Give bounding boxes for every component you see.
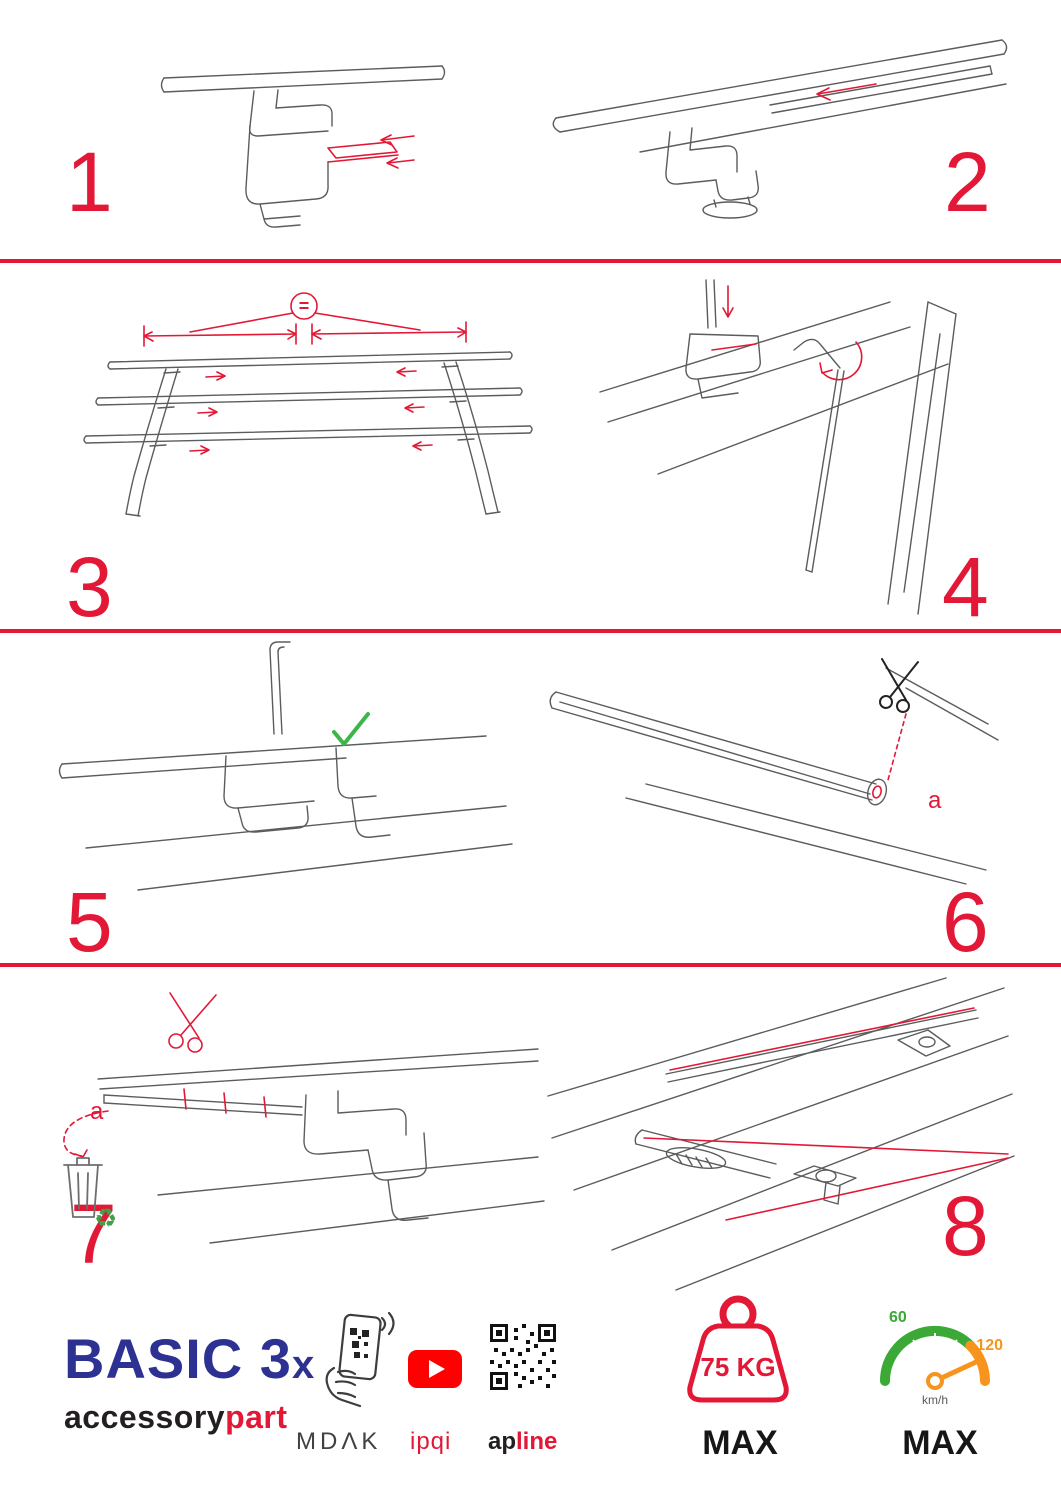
partner-mdak-label: MDΛK xyxy=(296,1428,382,1455)
brand-name-suffix: x xyxy=(291,1343,315,1387)
qr-on-phone-screen xyxy=(350,1328,369,1358)
speed-unit-label: km/h xyxy=(922,1393,948,1407)
scissors-icon xyxy=(879,658,919,713)
step-6-number: 6 xyxy=(942,875,989,969)
speed-high-label: 120 xyxy=(976,1337,1003,1354)
speedometer-icon: 60 120 km/h xyxy=(879,1309,1003,1407)
step-6-label-a: a xyxy=(928,787,942,814)
partner-ipqi-label: ipqi xyxy=(410,1428,452,1455)
brand-logo: BASIC 3x accessorypart xyxy=(64,1326,314,1436)
weight-limit-value: 75 KG xyxy=(700,1352,775,1382)
check-icon xyxy=(332,712,370,746)
step-7-number: 7 xyxy=(70,1187,117,1281)
step-7-illustration: a ♻ xyxy=(63,992,545,1244)
qr-code-icon xyxy=(490,1324,556,1390)
brand-name: BASIC 3 xyxy=(64,1327,292,1390)
trash-icon xyxy=(63,1157,103,1218)
step-1-illustration xyxy=(160,65,446,228)
step-2-number: 2 xyxy=(944,135,991,229)
step-6-illustration: a xyxy=(549,658,999,885)
step-2-illustration xyxy=(552,39,1008,219)
step-5-number: 5 xyxy=(66,875,113,969)
phone-qr-scan-icon xyxy=(325,1311,395,1408)
apline-red: line xyxy=(516,1428,558,1455)
step-8-illustration xyxy=(547,977,1015,1291)
step-1-number: 1 xyxy=(66,135,113,229)
weight-max-label: MAX xyxy=(702,1424,778,1462)
step-3-illustration: = xyxy=(83,292,533,517)
apline-black: ap xyxy=(488,1428,517,1455)
brand-subtitle: accessorypart xyxy=(64,1399,314,1436)
section-divider-2 xyxy=(0,629,1061,633)
weight-limit-icon: 75 KG xyxy=(687,1295,789,1403)
step-4-number: 4 xyxy=(942,540,989,634)
speed-max-label: MAX xyxy=(902,1424,978,1462)
equal-sign: = xyxy=(299,296,310,316)
section-divider-3 xyxy=(0,963,1061,967)
step-3-number: 3 xyxy=(66,540,113,634)
brand-sub-red: part xyxy=(225,1399,288,1435)
speed-low-label: 60 xyxy=(889,1309,907,1326)
step-7-label-a: a xyxy=(90,1098,104,1125)
youtube-icon xyxy=(408,1350,462,1388)
partner-apline-label: apline xyxy=(488,1428,557,1456)
step-8-number: 8 xyxy=(942,1179,989,1273)
recycle-icon: ♻ xyxy=(94,1203,117,1233)
step-4-illustration xyxy=(599,279,957,615)
section-divider-1 xyxy=(0,259,1061,263)
scissors-icon xyxy=(168,992,217,1053)
step-5-illustration xyxy=(58,641,513,891)
brand-sub-black: accessory xyxy=(64,1399,226,1435)
